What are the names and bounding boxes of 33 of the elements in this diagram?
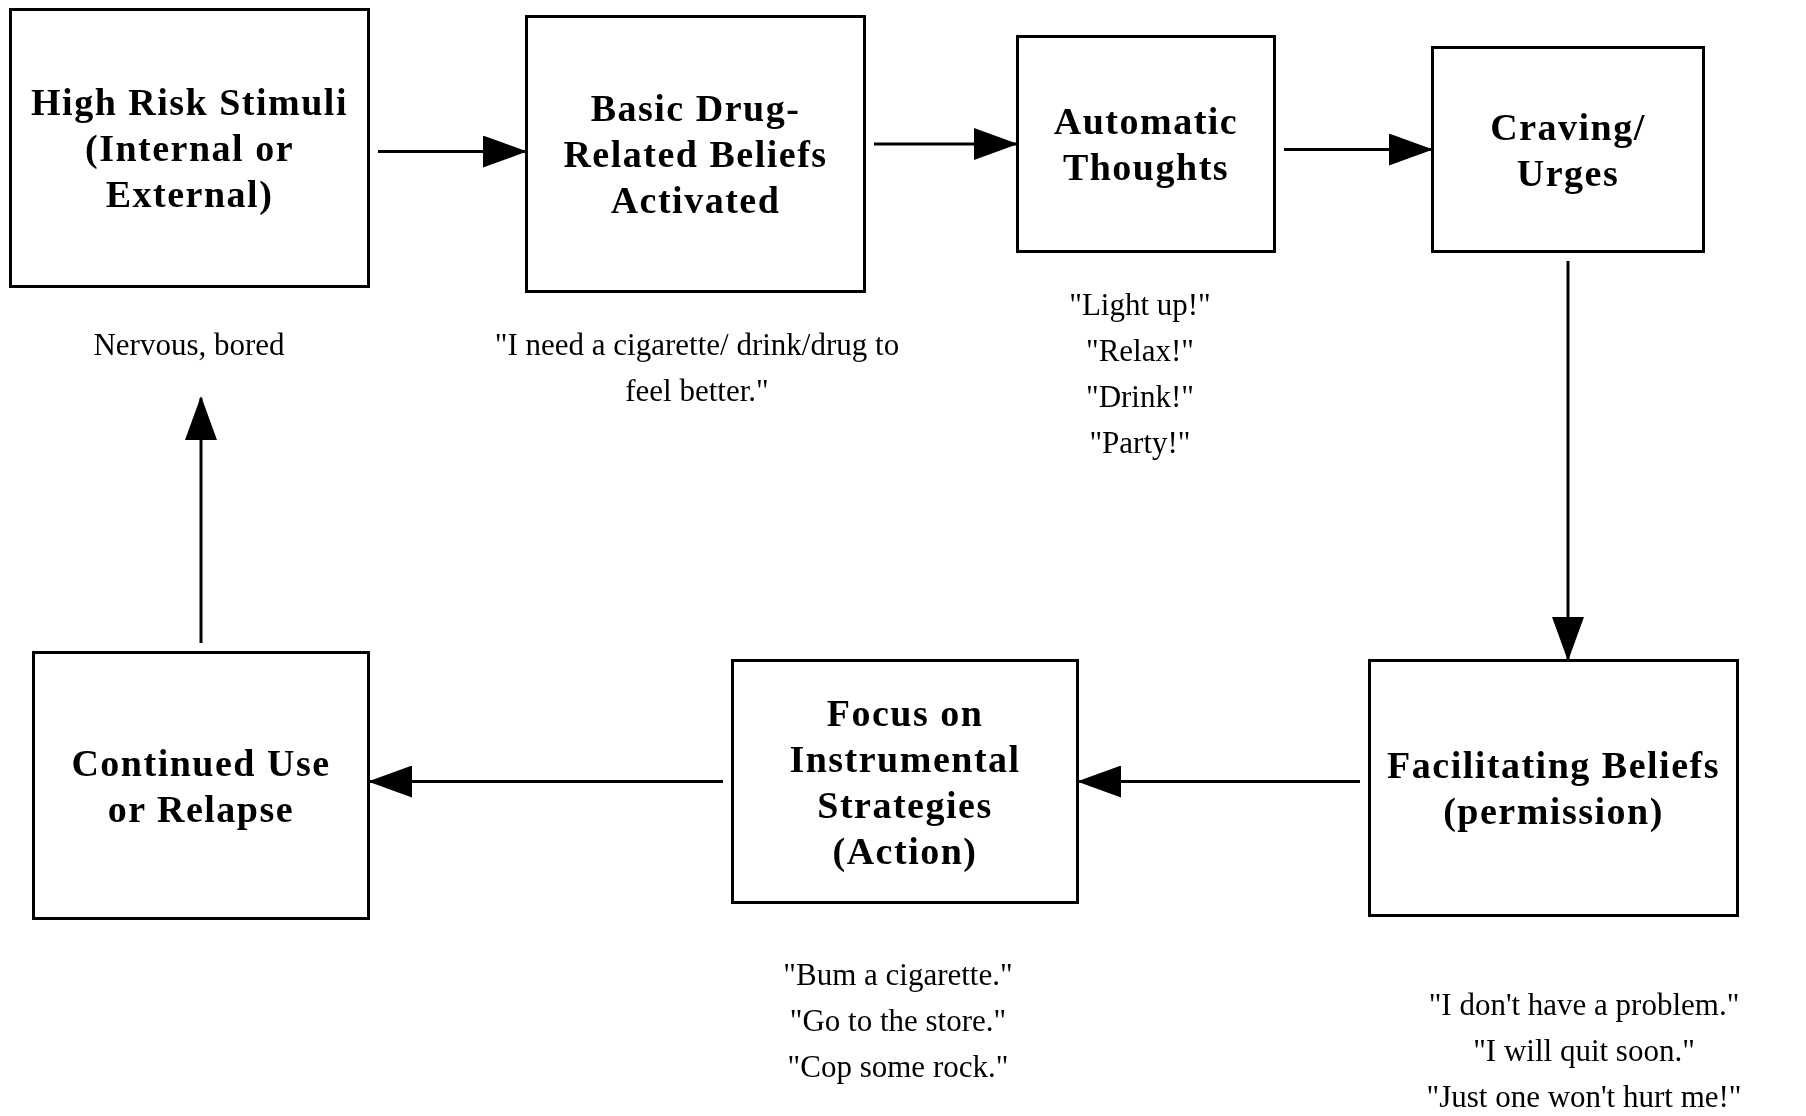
example-text: "Drink!": [1085, 378, 1195, 416]
process-box: [525, 15, 866, 293]
arrow: [378, 135, 527, 168]
arrow: [1552, 261, 1584, 661]
box-label: Basic Drug-Related Beliefs Activated: [562, 86, 829, 223]
example-text: "Just one won't hurt me!": [1426, 1078, 1742, 1116]
box-label: High Risk Stimuli (Internal or External): [30, 80, 349, 217]
example-text: "Bum a cigarette.": [783, 956, 1013, 994]
example-text: "Go to the store.": [788, 1002, 1008, 1040]
box-label: Craving/ Urges: [1489, 104, 1647, 196]
example-text: "I don't have a problem.": [1427, 986, 1741, 1024]
arrow: [1077, 765, 1360, 798]
arrow: [874, 128, 1018, 160]
process-box: [731, 659, 1079, 904]
example-text: "I will quit soon.": [1472, 1032, 1696, 1070]
box-label: Focus on Instrumental Strategies (Action): [788, 690, 1022, 874]
example-text: Nervous, bored: [93, 326, 285, 364]
box-label: Continued Use or Relapse: [70, 740, 332, 832]
box-label: Facilitating Beliefs (permission): [1386, 743, 1721, 834]
example-text: "Cop some rock.": [786, 1048, 1010, 1086]
example-text: "I need a cigarette/ drink/drug to feel better.": [493, 326, 901, 410]
process-box: [32, 651, 370, 920]
arrow: [1284, 133, 1433, 166]
arrow: [368, 765, 723, 798]
example-text: "Relax!": [1085, 332, 1195, 370]
process-box: [1431, 46, 1705, 253]
process-box: [1368, 659, 1739, 917]
box-label: Automatic Thoughts: [1052, 99, 1240, 190]
example-text: "Light up!": [1069, 286, 1211, 324]
arrow: [185, 396, 217, 643]
process-box: [1016, 35, 1276, 253]
process-box: [9, 8, 370, 288]
example-text: "Party!": [1088, 424, 1192, 462]
